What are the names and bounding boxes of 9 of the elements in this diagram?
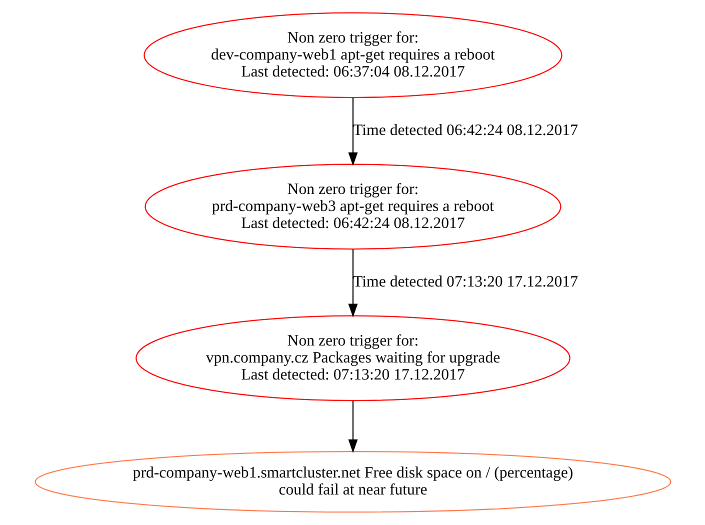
edge-label: Time detected 07:13:20 17.12.2017 — [352, 274, 578, 291]
arrow — [348, 400, 358, 453]
edge-label: Time detected 06:42:24 08.12.2017 — [352, 122, 578, 140]
node-ellipse: Non zero trigger for: vpn.company.cz Packages waiting for upgrade Last detected: 07:13:20 17.12.2017 — [135, 315, 570, 402]
arrow — [348, 98, 358, 166]
arrow — [348, 249, 358, 318]
node-ellipse: Non zero trigger for: prd-company-web3 apt-get requires a reboot Last detected: 06:42:24 08.12.2017 — [144, 164, 561, 250]
node-ellipse: Non zero trigger for: dev-company-web1 apt-get requires a reboot Last detected: 06:37:04 08.12.2017 — [143, 12, 562, 98]
node-ellipse: prd-company-web1.smartcluster.net Free disk space on / (percentage) could fail at near future — [34, 451, 671, 513]
